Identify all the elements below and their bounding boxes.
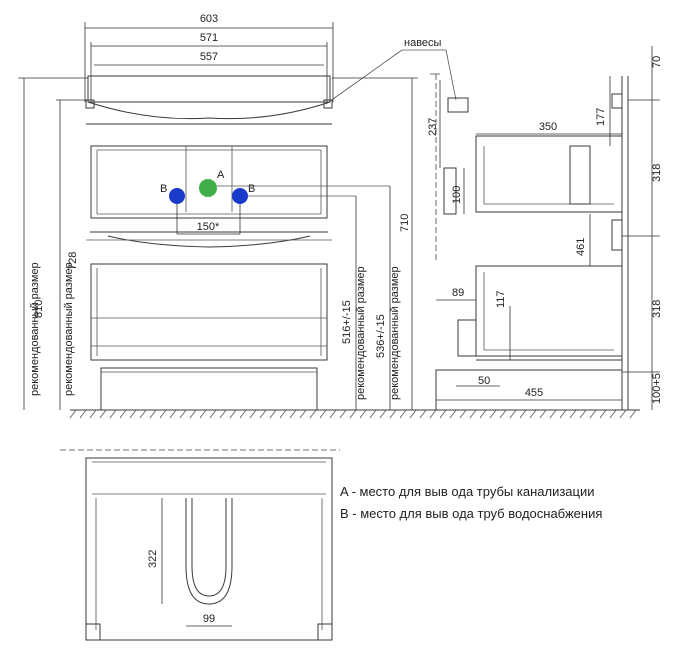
dim-455-label: 455 [525, 387, 543, 399]
marker-a-label: A [217, 169, 225, 181]
front-view: 603 571 557 [18, 13, 640, 419]
dim-710-label: 710 [399, 214, 411, 232]
dim-70-label: 70 [651, 56, 663, 68]
rec-size-label-810: рекомендованный размер [29, 262, 41, 396]
dim-536-label: 536+/-15 [375, 314, 387, 358]
dim-728-label: 728 [67, 252, 79, 270]
dim-117-label: 117 [495, 290, 507, 308]
dim-318-bottom-label: 318 [651, 300, 663, 318]
water-marker-b-right [232, 188, 248, 204]
dim-810-label: 810 [33, 300, 45, 318]
legend-a: A - место для выв ода трубы канализации [340, 484, 595, 499]
rec-size-label-536: рекомендованный размер [389, 266, 401, 400]
dim-100-label: 100 [451, 186, 463, 204]
top-view: 322 99 [60, 449, 340, 641]
dim-89-label: 89 [452, 287, 464, 299]
dim-99-label: 99 [203, 613, 215, 625]
hinges-label: навесы [404, 37, 442, 49]
side-view: навесы 237 100 350 461 [325, 37, 663, 411]
dim-318-top-label: 318 [651, 164, 663, 182]
dim-50-label: 50 [478, 375, 490, 387]
marker-b-right-label: B [248, 183, 255, 195]
dim-237-label: 237 [427, 118, 439, 136]
dim-177-label: 177 [595, 108, 607, 126]
drain-marker-a [199, 179, 217, 197]
dim-571-label: 571 [200, 32, 218, 44]
rec-size-label-516: рекомендованный размер [355, 266, 367, 400]
dim-516-label: 516+/-15 [341, 300, 353, 344]
dim-603-label: 603 [200, 13, 218, 25]
dim-322-label: 322 [147, 550, 159, 568]
dim-461-label: 461 [575, 238, 587, 256]
dim-150-label: 150* [197, 221, 220, 233]
legend-b: B - место для выв ода труб водоснабжения [340, 506, 602, 521]
marker-b-left-label: B [160, 183, 167, 195]
water-marker-b-left [169, 188, 185, 204]
dim-100-5-label: 100+5 [651, 373, 663, 404]
dim-557-label: 557 [200, 51, 218, 63]
dim-350-label: 350 [539, 121, 557, 133]
rec-size-label-728: рекомендованный размер [63, 262, 75, 396]
